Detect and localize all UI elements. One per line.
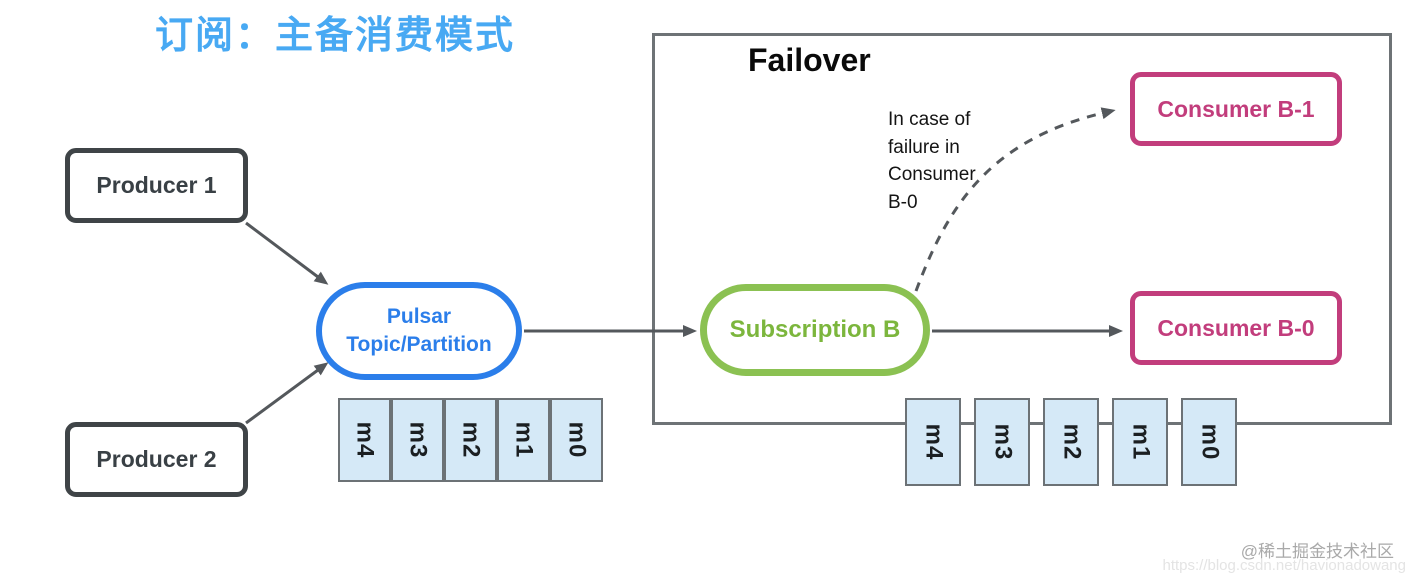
message-cell: m3 (391, 398, 444, 482)
annotation-line-3: Consumer (888, 164, 976, 186)
message-cell: m2 (1043, 398, 1099, 486)
consumer-b1-node: Consumer B-1 (1130, 72, 1342, 146)
arrow-producer1-to-topic (245, 221, 329, 285)
subscription-b-node: Subscription B (700, 284, 930, 376)
arrow-failover-to-consumer-b1-dashed (914, 107, 1116, 292)
message-label: m0 (1196, 423, 1223, 461)
pulsar-topic-node: Pulsar Topic/Partition (316, 282, 522, 380)
consumer-b0-label: Consumer B-0 (1157, 314, 1315, 341)
message-label: m3 (989, 423, 1016, 461)
message-cell: m0 (1181, 398, 1237, 486)
message-label: m3 (404, 421, 432, 459)
failover-annotation: In case of failure in Consumer B-0 (888, 106, 1008, 216)
arrow-producer2-to-topic (245, 362, 329, 425)
message-queue-topic-row: m4 m3 m2 m1 m0 (338, 398, 603, 482)
annotation-line-1: In case of (888, 109, 971, 130)
message-label: m1 (1127, 423, 1154, 461)
message-label: m1 (510, 421, 538, 459)
consumer-b1-label: Consumer B-1 (1157, 95, 1315, 122)
message-label: m4 (920, 423, 947, 461)
message-cell: m1 (1112, 398, 1168, 486)
consumer-b0-node: Consumer B-0 (1130, 291, 1342, 365)
failover-title: Failover (748, 42, 871, 78)
message-label: m0 (563, 421, 591, 459)
message-cell: m1 (497, 398, 550, 482)
message-label: m2 (457, 421, 485, 459)
annotation-line-4: B-0 (888, 191, 918, 213)
watermark-community: @稀土掘金技术社区 (1240, 542, 1394, 561)
message-queue-failover-row: m4 m3 m2 m1 m0 (905, 398, 1237, 486)
watermark-url: https://blog.csdn.net/havionadowang (1162, 557, 1406, 574)
message-cell: m0 (550, 398, 603, 482)
topic-label-line2: Topic/Partition (346, 333, 492, 356)
producer-1-label: Producer 1 (96, 172, 217, 198)
message-label: m2 (1058, 423, 1085, 461)
page-title: 订阅：主备消费模式 (155, 15, 516, 57)
subscription-b-label: Subscription B (729, 316, 901, 343)
annotation-line-2: failure in (888, 136, 960, 158)
message-cell: m4 (905, 398, 961, 486)
producer-2-node: Producer 2 (65, 422, 248, 497)
topic-label-line1: Pulsar (386, 304, 452, 328)
producer-1-node: Producer 1 (65, 148, 248, 223)
message-cell: m2 (444, 398, 497, 482)
message-cell: m3 (974, 398, 1030, 486)
message-label: m4 (351, 421, 379, 459)
producer-2-label: Producer 2 (96, 446, 217, 472)
message-cell: m4 (338, 398, 391, 482)
